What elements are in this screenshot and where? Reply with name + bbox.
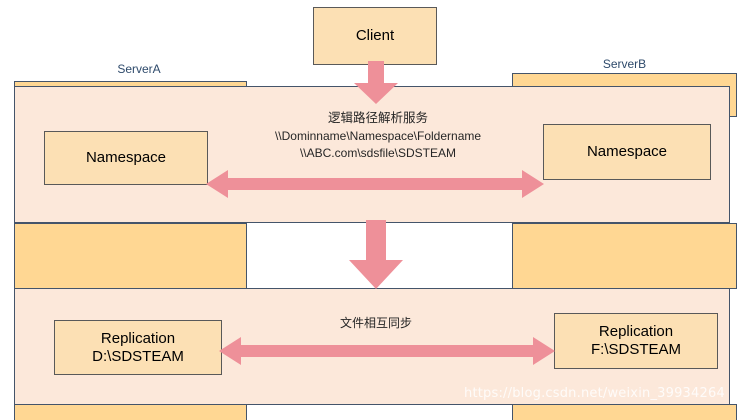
watermark: https://blog.csdn.net/weixin_39934264 [464,386,725,401]
client-node[interactable]: Client [313,7,437,65]
server-b-bottom-band [512,404,737,420]
replication-note: 文件相互同步 [339,316,412,330]
client-node-label: Client [355,27,395,45]
server-b-replication-node[interactable]: Replication F:\SDSTEAM [554,313,718,369]
namespace-note-line-2: \\Dominname\Namespace\Foldername [274,128,482,143]
server-a-middle-band [14,223,247,289]
server-a-replication-node[interactable]: Replication D:\SDSTEAM [54,320,222,375]
server-a-namespace-node[interactable]: Namespace [44,131,208,185]
server-a-namespace-label: Namespace [85,149,167,167]
namespace-to-replication-arrow [349,220,403,289]
server-b-namespace-node[interactable]: Namespace [543,124,711,180]
server-b-caption: ServerB [602,57,647,71]
server-b-replication-line-2: F:\SDSTEAM [590,341,681,358]
server-a-caption: ServerA [117,62,161,76]
namespace-note-line-1: 逻辑路径解析服务 [327,111,428,125]
namespace-note: 逻辑路径解析服务 \\Dominname\Namespace\Foldernam… [228,110,528,162]
server-b-replication-line-1: Replication [598,323,674,341]
server-a-bottom-band [14,404,247,420]
server-b-namespace-label: Namespace [586,143,668,161]
namespace-note-line-3: \\ABC.com\sdsfile\SDSTEAM [299,145,457,160]
server-a-replication-line-1: Replication [100,329,176,347]
server-b-middle-band [512,223,737,289]
server-a-replication-line-2: D:\SDSTEAM [92,347,184,365]
